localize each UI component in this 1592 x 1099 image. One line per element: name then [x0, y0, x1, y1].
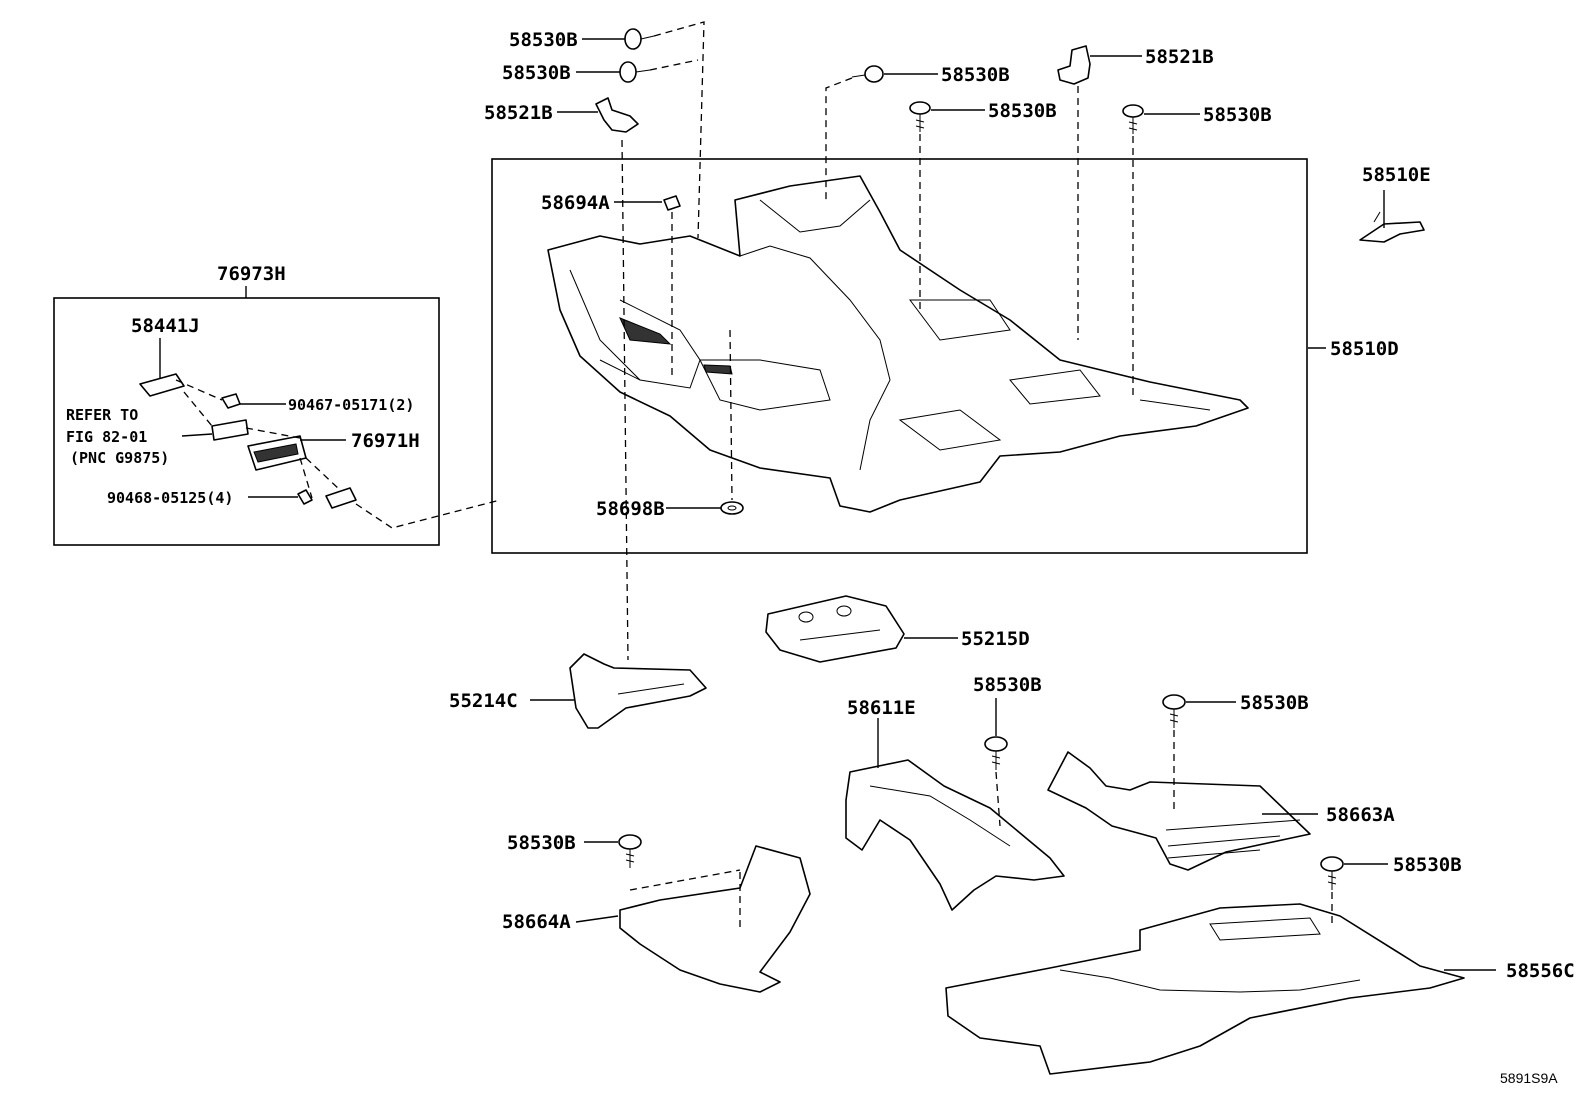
- callout-58698B[interactable]: 58698B: [596, 498, 665, 520]
- callout-58556C[interactable]: 58556C: [1506, 960, 1575, 982]
- carpet-58663A-part: [1047, 751, 1311, 871]
- reference-note: REFER TO FIG 82-01 (PNC G9875): [66, 406, 169, 467]
- console-box-subparts: [139, 373, 501, 529]
- callout-58521B[interactable]: 58521B: [1145, 46, 1214, 68]
- callout-58510E[interactable]: 58510E: [1362, 164, 1431, 186]
- callout-58530B[interactable]: 58530B: [509, 29, 578, 51]
- callout-55214C[interactable]: 55214C: [449, 690, 518, 712]
- callout-76971H[interactable]: 76971H: [351, 430, 420, 452]
- callout-58510D[interactable]: 58510D: [1330, 338, 1399, 360]
- floor-mat-55215D-part: [765, 595, 905, 663]
- reference-note-line2: FIG 82-01: [66, 428, 147, 446]
- callout-58530B[interactable]: 58530B: [973, 674, 1042, 696]
- carpet-58664A-part: [619, 845, 811, 993]
- callout-58530B[interactable]: 58530B: [941, 64, 1010, 86]
- bracket-58521B-parts: [595, 45, 1091, 133]
- leader-lines: [159, 38, 1496, 971]
- callout-58663A[interactable]: 58663A: [1326, 804, 1395, 826]
- callout-58530B[interactable]: 58530B: [988, 100, 1057, 122]
- callout-58530B[interactable]: 58530B: [1393, 854, 1462, 876]
- floor-carpet-main-part: [547, 175, 1249, 513]
- reference-note-line3: (PNC G9875): [70, 449, 169, 467]
- carpet-strip-58510E-part: [1359, 211, 1425, 243]
- reference-note-line1: REFER TO: [66, 406, 138, 424]
- assembly-dashed-lines: [621, 21, 1333, 928]
- callout-58521B[interactable]: 58521B: [484, 102, 553, 124]
- callout-55215D[interactable]: 55215D: [961, 628, 1030, 650]
- callout-58530B[interactable]: 58530B: [502, 62, 571, 84]
- carpet-58556C-part: [945, 903, 1465, 1075]
- clip-58530B-parts: [618, 28, 1344, 890]
- callout-58664A[interactable]: 58664A: [502, 911, 571, 933]
- floor-mat-55214C-part: [569, 653, 707, 729]
- carpet-58611E-part: [845, 759, 1065, 911]
- callout-58441J[interactable]: 58441J: [131, 315, 200, 337]
- callout-58530B[interactable]: 58530B: [507, 832, 576, 854]
- callout-90468-05125[interactable]: 90468-05125(4): [107, 489, 233, 507]
- callout-labels: 58530B 58530B 58521B 58530B 58530B 58530…: [107, 29, 1575, 982]
- grommet-58698B-part: [720, 501, 744, 515]
- callout-58530B[interactable]: 58530B: [1240, 692, 1309, 714]
- carpet-assembly-frame: [491, 158, 1308, 554]
- callout-76973H[interactable]: 76973H: [217, 263, 286, 285]
- callout-58694A[interactable]: 58694A: [541, 192, 610, 214]
- diagram-code: 5891S9A: [1500, 1070, 1558, 1086]
- callout-90467-05171[interactable]: 90467-05171(2): [288, 396, 414, 414]
- callout-58611E[interactable]: 58611E: [847, 697, 916, 719]
- fastener-58694A-part: [663, 195, 681, 211]
- callout-58530B[interactable]: 58530B: [1203, 104, 1272, 126]
